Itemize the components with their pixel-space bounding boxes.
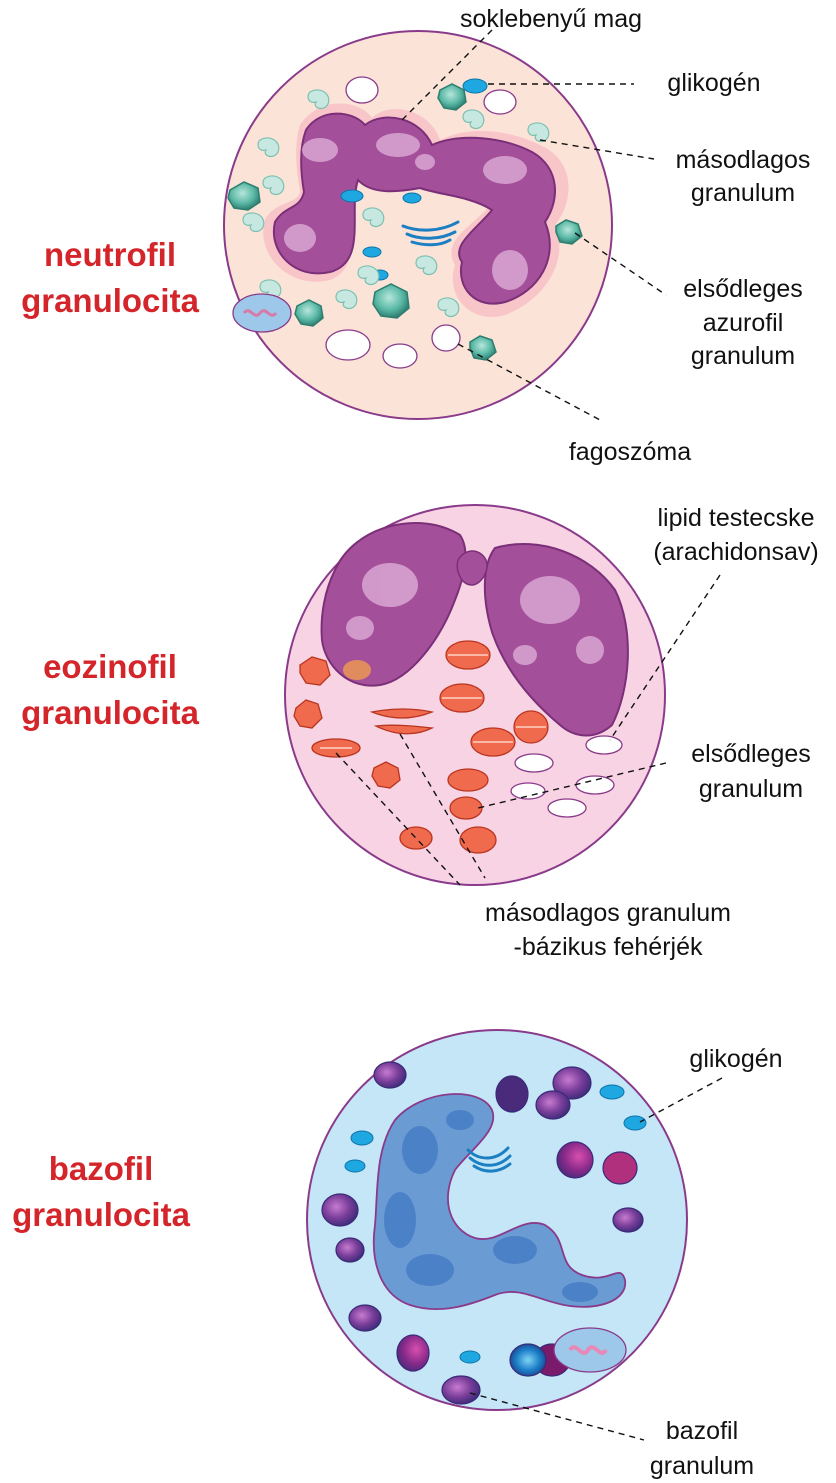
neutrophil-nucleus [272, 112, 556, 305]
label-phagosome: fagoszóma [569, 438, 691, 466]
basophil-callouts: glikogén bazofil granulum [469, 1045, 783, 1480]
neutrophil-cell [223, 30, 613, 420]
basophil-granules [321, 1061, 644, 1405]
eosinophil-callouts: lipid testecske (arachidonsav) elsődlege… [335, 504, 819, 961]
neutrophil-callouts: soklebenyű mag glikogén másodlagos granu… [401, 5, 811, 466]
eosinophil-lipid-bodies [510, 735, 623, 818]
label-primary-line1: elsődleges [683, 275, 803, 303]
label-primary-line3: granulum [691, 342, 795, 370]
basophil-chromatin [384, 1110, 598, 1302]
leader-eos-secondary-a [335, 752, 461, 886]
eosinophil-title-line2: granulocita [21, 694, 200, 731]
neutrophil-azurophil-granules [227, 83, 583, 361]
label-baso-granule-line1: bazofil [666, 1417, 738, 1445]
basophil-title-line2: granulocita [12, 1196, 191, 1233]
basophil-cell [306, 1029, 688, 1411]
eosinophil-nucleus-bridge [456, 550, 488, 586]
leader-eos-secondary-b [399, 733, 486, 879]
basophil-mitochondrion [553, 1327, 627, 1373]
label-lipid-line2: (arachidonsav) [653, 538, 818, 566]
leader-lipid [609, 574, 721, 741]
label-glycogen-basophil: glikogén [689, 1045, 782, 1073]
label-eos-secondary-line2: -bázikus fehérjék [514, 933, 703, 961]
neutrophil-golgi [401, 220, 460, 247]
label-eos-secondary-line1: másodlagos granulum [485, 899, 731, 927]
neutrophil-mitochondrion [232, 293, 292, 333]
label-primary-line2: azurofil [703, 309, 784, 337]
label-eos-primary-line2: granulum [699, 775, 803, 803]
leader-azurophil [574, 232, 667, 296]
neutrophil-glycogen-granules [340, 78, 488, 281]
neutrophil-phagosomes [325, 76, 517, 369]
label-secondary-line2: granulum [691, 179, 795, 207]
eosinophil-title-line1: eozinofil [43, 648, 177, 685]
neutrophil-secondary-granules [242, 89, 550, 318]
basophil-glycogen-granules [344, 1084, 647, 1364]
leader-baso-granule [469, 1392, 645, 1441]
neutrophil-title-line2: granulocita [21, 282, 200, 319]
eosinophil-cell [284, 504, 666, 886]
basophil-title: bazofil granulocita [12, 1150, 191, 1233]
eosinophil-title: eozinofil granulocita [21, 648, 200, 731]
eosinophil-chromatin [346, 563, 604, 665]
label-glycogen-neutrophil: glikogén [667, 69, 760, 97]
label-secondary-line1: másodlagos [676, 146, 811, 174]
leader-phagosome [457, 343, 601, 421]
leader-baso-glycogen [639, 1077, 723, 1123]
label-nucleus: soklebenyű mag [460, 5, 642, 33]
eosinophil-nucleus-right [483, 543, 629, 737]
neutrophil-title-line1: neutrofil [44, 236, 176, 273]
label-eos-primary-line1: elsődleges [691, 740, 811, 768]
basophil-golgi [466, 1146, 512, 1173]
label-lipid-line1: lipid testecske [657, 504, 814, 532]
basophil-title-line1: bazofil [49, 1150, 154, 1187]
neutrophil-chromatin [284, 133, 528, 290]
neutrophil-title: neutrofil granulocita [21, 236, 200, 319]
label-baso-granule-line2: granulum [650, 1452, 754, 1480]
eosinophil-yellow-body [343, 660, 371, 680]
leader-secondary [539, 139, 655, 160]
eosinophil-granule-cores [320, 654, 546, 749]
